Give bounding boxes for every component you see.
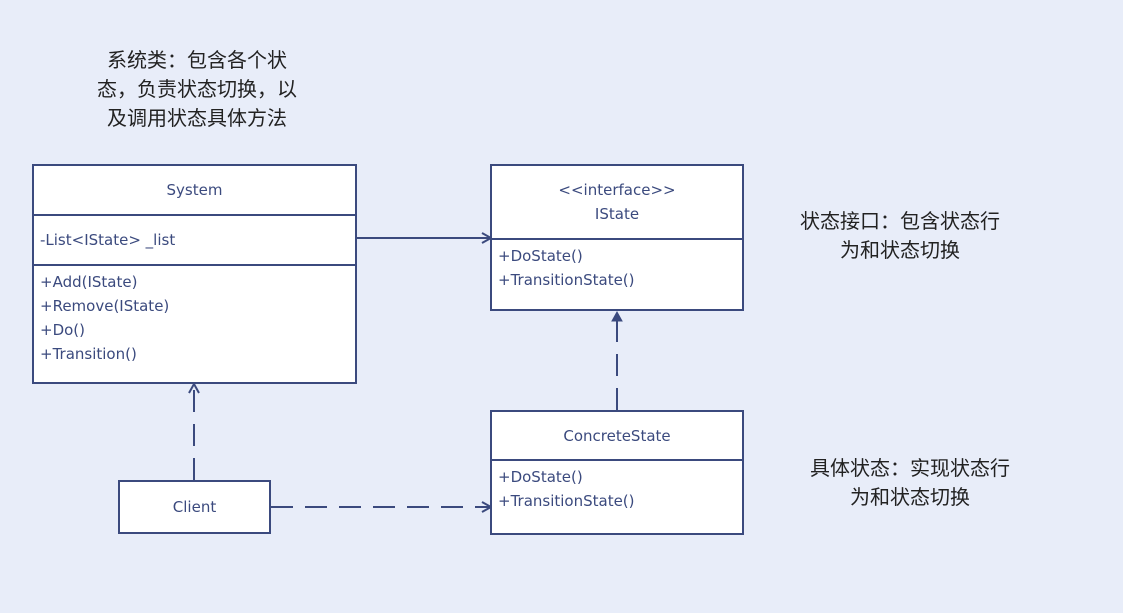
methods-section: +Add(IState) +Remove(IState) +Do() +Tran…: [34, 266, 355, 370]
note-line: 具体状态：实现状态行: [810, 456, 1010, 480]
interface-istate[interactable]: <<interface>> IState +DoState() +Transit…: [490, 164, 744, 311]
method: +DoState(): [498, 468, 583, 486]
note-line: 及调用状态具体方法: [107, 106, 287, 130]
method: +DoState(): [498, 247, 583, 265]
class-name-section: <<interface>> IState: [492, 166, 742, 240]
method: +Transition(): [40, 345, 137, 363]
class-name: System: [166, 181, 223, 199]
stereotype: <<interface>>: [558, 181, 676, 199]
methods-section: +DoState() +TransitionState(): [492, 461, 742, 517]
class-name-section: System: [34, 166, 355, 216]
note-line: 为和状态切换: [840, 238, 960, 262]
note-line: 系统类：包含各个状: [107, 48, 287, 72]
note-line: 状态接口：包含状态行: [800, 209, 1000, 233]
class-system[interactable]: System -List<IState> _list +Add(IState) …: [32, 164, 357, 384]
attributes-section: -List<IState> _list: [34, 216, 355, 266]
method: +TransitionState(): [498, 271, 635, 289]
class-concrete-state[interactable]: ConcreteState +DoState() +TransitionStat…: [490, 410, 744, 535]
class-client[interactable]: Client: [118, 480, 271, 534]
class-name: ConcreteState: [563, 426, 671, 445]
note-system: 系统类：包含各个状 态，负责状态切换，以 及调用状态具体方法: [72, 46, 322, 133]
method: +TransitionState(): [498, 492, 635, 510]
class-name: IState: [594, 205, 640, 223]
note-line: 态，负责状态切换，以: [97, 77, 297, 101]
methods-section: +DoState() +TransitionState(): [492, 240, 742, 296]
note-istate: 状态接口：包含状态行 为和状态切换: [775, 207, 1025, 265]
class-name: Client: [172, 498, 217, 516]
note-line: 为和状态切换: [850, 485, 970, 509]
attribute: -List<IState> _list: [40, 231, 176, 249]
note-concrete: 具体状态：实现状态行 为和状态切换: [785, 454, 1035, 512]
method: +Remove(IState): [40, 297, 170, 315]
method: +Add(IState): [40, 273, 138, 291]
class-name-section: ConcreteState: [492, 412, 742, 461]
method: +Do(): [40, 321, 85, 339]
